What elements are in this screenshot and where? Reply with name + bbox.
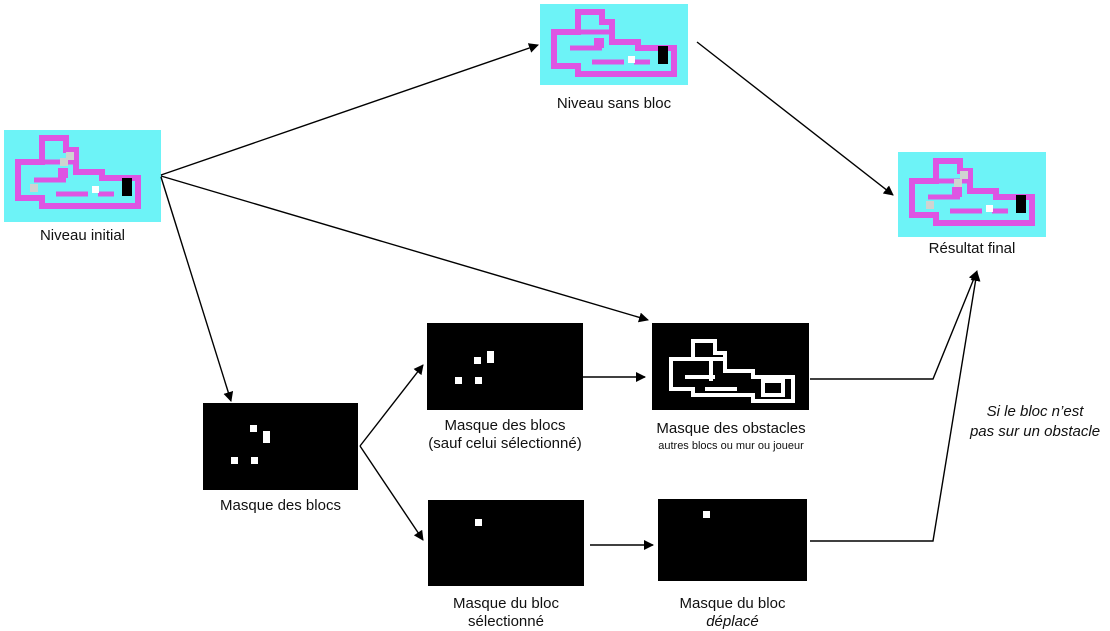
label-obstacles: Masque des obstacles autres blocs ou mur… [620,420,842,454]
mask-moved-block [658,499,807,581]
level-initial [4,130,161,222]
mask-obstacles [652,323,809,410]
condition-note-line-2: pas sur un obstacle [969,423,1101,440]
label-selected-block-line-2: sélectionné [468,613,544,630]
label-no-block-text: Niveau sans bloc [556,95,672,112]
arrow-obstacles-to-final [810,270,979,380]
label-final: Résultat final [898,240,1046,258]
label-selected-block-line-1: Masque du bloc [453,595,559,612]
label-obstacles-line-1: Masque des obstacles [656,420,806,437]
mask-selected-block [428,500,584,586]
label-moved-block-line-1: Masque du bloc [679,595,786,612]
label-moved-block-line-2: déplacé [706,613,759,630]
condition-note: Si le bloc n’est pas sur un obstacle [965,402,1105,442]
arrow-blocks-to-other-blocks [359,364,424,447]
label-moved-block: Masque du bloc déplacé [658,595,807,631]
mask-other-blocks [427,323,583,410]
condition-note-line-1: Si le bloc n’est [986,403,1084,420]
arrow-no-block-to-final [696,41,894,196]
label-selected-block: Masque du bloc sélectionné [428,595,584,631]
arrow-moved-to-final [810,271,981,542]
label-other-blocks-line-2: (sauf celui sélectionné) [428,435,582,452]
label-obstacles-line-2: autres blocs ou mur ou joueur [658,440,804,452]
label-initial: Niveau initial [5,227,160,245]
mask-blocks [203,403,358,490]
label-other-blocks-line-1: Masque des blocs [444,417,566,434]
level-final [898,152,1046,237]
label-no-block: Niveau sans bloc [540,95,688,113]
label-block-mask: Masque des blocs [203,497,358,515]
label-other-blocks: Masque des blocs (sauf celui sélectionné… [405,417,605,453]
label-final-text: Résultat final [928,240,1016,257]
label-block-mask-text: Masque des blocs [220,497,341,514]
arrow-initial-to-block-mask [160,176,234,402]
label-initial-text: Niveau initial [39,227,126,244]
arrow-blocks-to-selected [359,445,424,541]
level-no-block [540,4,688,85]
arrow-initial-to-no-block [160,43,539,176]
arrow-initial-to-obstacles [160,175,649,323]
